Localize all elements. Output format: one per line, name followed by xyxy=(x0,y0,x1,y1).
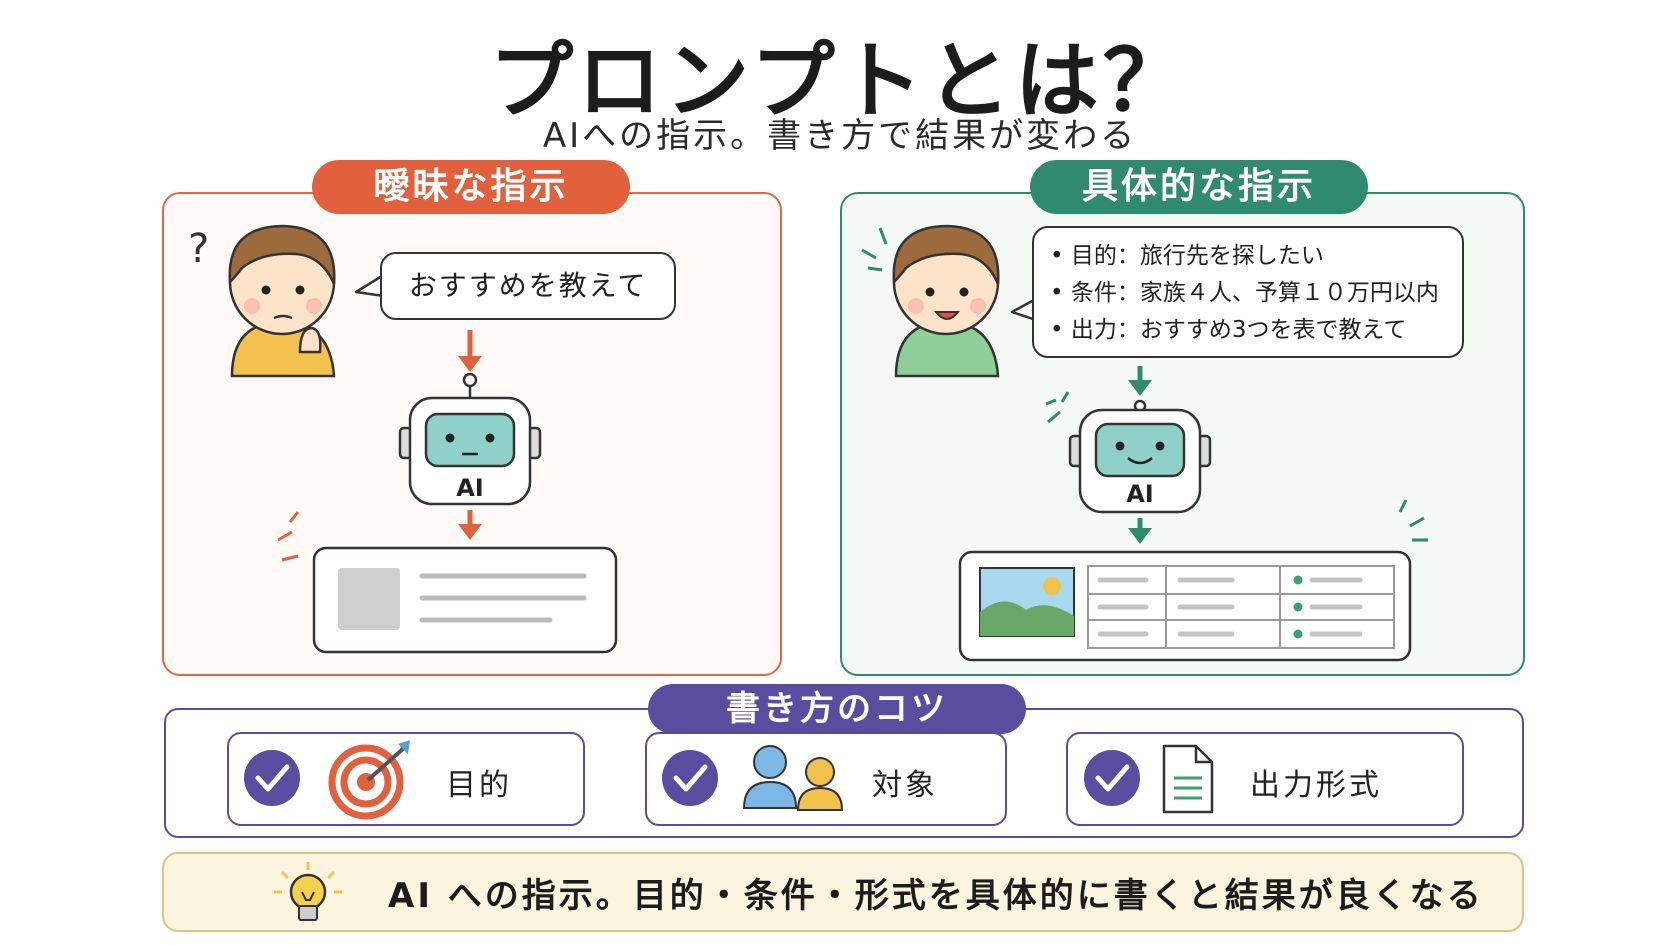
svg-text:?: ? xyxy=(188,226,209,272)
robot-icon xyxy=(398,372,542,506)
arrow-down-icon xyxy=(458,330,482,372)
speech-line-output: • 出力：おすすめ3つを表で教えて xyxy=(1050,317,1407,343)
check-icon xyxy=(662,750,718,806)
arrow-down-icon xyxy=(1128,518,1152,544)
speech-line-conditions: • 条件：家族４人、予算１０万円以内 xyxy=(1050,280,1439,306)
lightbulb-icon xyxy=(274,862,342,921)
landscape-image-icon xyxy=(979,567,1075,637)
tip-label-purpose: 目的 xyxy=(446,768,512,803)
specific-result-card xyxy=(958,499,1428,662)
arrow-down-icon xyxy=(458,510,482,540)
page-subtitle: AIへの指示。書き方で結果が変わる xyxy=(542,116,1138,156)
speech-line-purpose: • 目的：旅行先を探したい xyxy=(1050,243,1324,269)
target-icon xyxy=(328,740,410,820)
page-title: プロンプトとは？ xyxy=(489,32,1191,130)
robot-icon xyxy=(1045,391,1212,514)
vague-speech-bubble: おすすめを教えて xyxy=(380,252,676,320)
confused-person-icon: ? xyxy=(188,224,336,378)
tips-heading: 書き方のコツ xyxy=(648,684,1026,734)
vague-instruction-heading: 曖昧な指示 xyxy=(312,160,630,214)
happy-person-icon xyxy=(861,224,1000,378)
specific-speech-bubble: • 目的：旅行先を探したい • 条件：家族４人、予算１０万円以内 • 出力：おす… xyxy=(1032,226,1464,358)
check-icon xyxy=(244,750,300,806)
tip-label-target: 対象 xyxy=(872,768,938,803)
people-icon xyxy=(742,745,844,811)
summary-bar xyxy=(162,852,1524,932)
specific-instruction-heading: 具体的な指示 xyxy=(1030,160,1368,214)
tip-label-format: 出力形式 xyxy=(1250,768,1382,803)
document-icon xyxy=(1162,744,1214,814)
robot-label-right: AI xyxy=(1126,480,1154,508)
vague-result-card xyxy=(277,511,618,654)
arrow-down-icon xyxy=(1128,366,1152,396)
robot-label-left: AI xyxy=(456,474,484,502)
check-icon xyxy=(1084,750,1140,806)
summary-text: AI への指示。目的・条件・形式を具体的に書くと結果が良くなる xyxy=(388,876,1484,916)
